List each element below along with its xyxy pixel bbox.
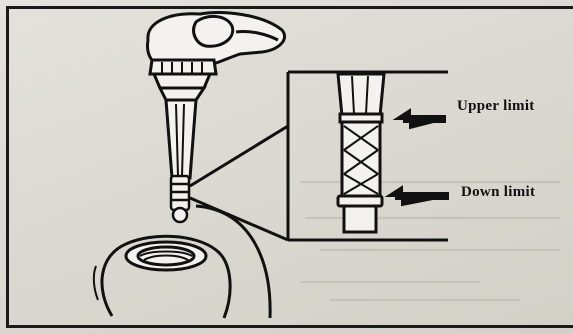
upper-limit-arrow [396, 110, 445, 128]
down-limit-label: Down limit [461, 184, 535, 201]
gauge-tip [171, 176, 189, 222]
gauge-shaft [166, 100, 196, 178]
hand-icon [148, 13, 285, 66]
magnified-gauge [338, 74, 384, 232]
gauge-head [150, 60, 216, 100]
upper-limit-label: Upper limit [457, 98, 535, 115]
down-limit-arrow [388, 187, 448, 205]
engine-wall [196, 206, 270, 318]
spark-plug-hole [94, 236, 230, 318]
